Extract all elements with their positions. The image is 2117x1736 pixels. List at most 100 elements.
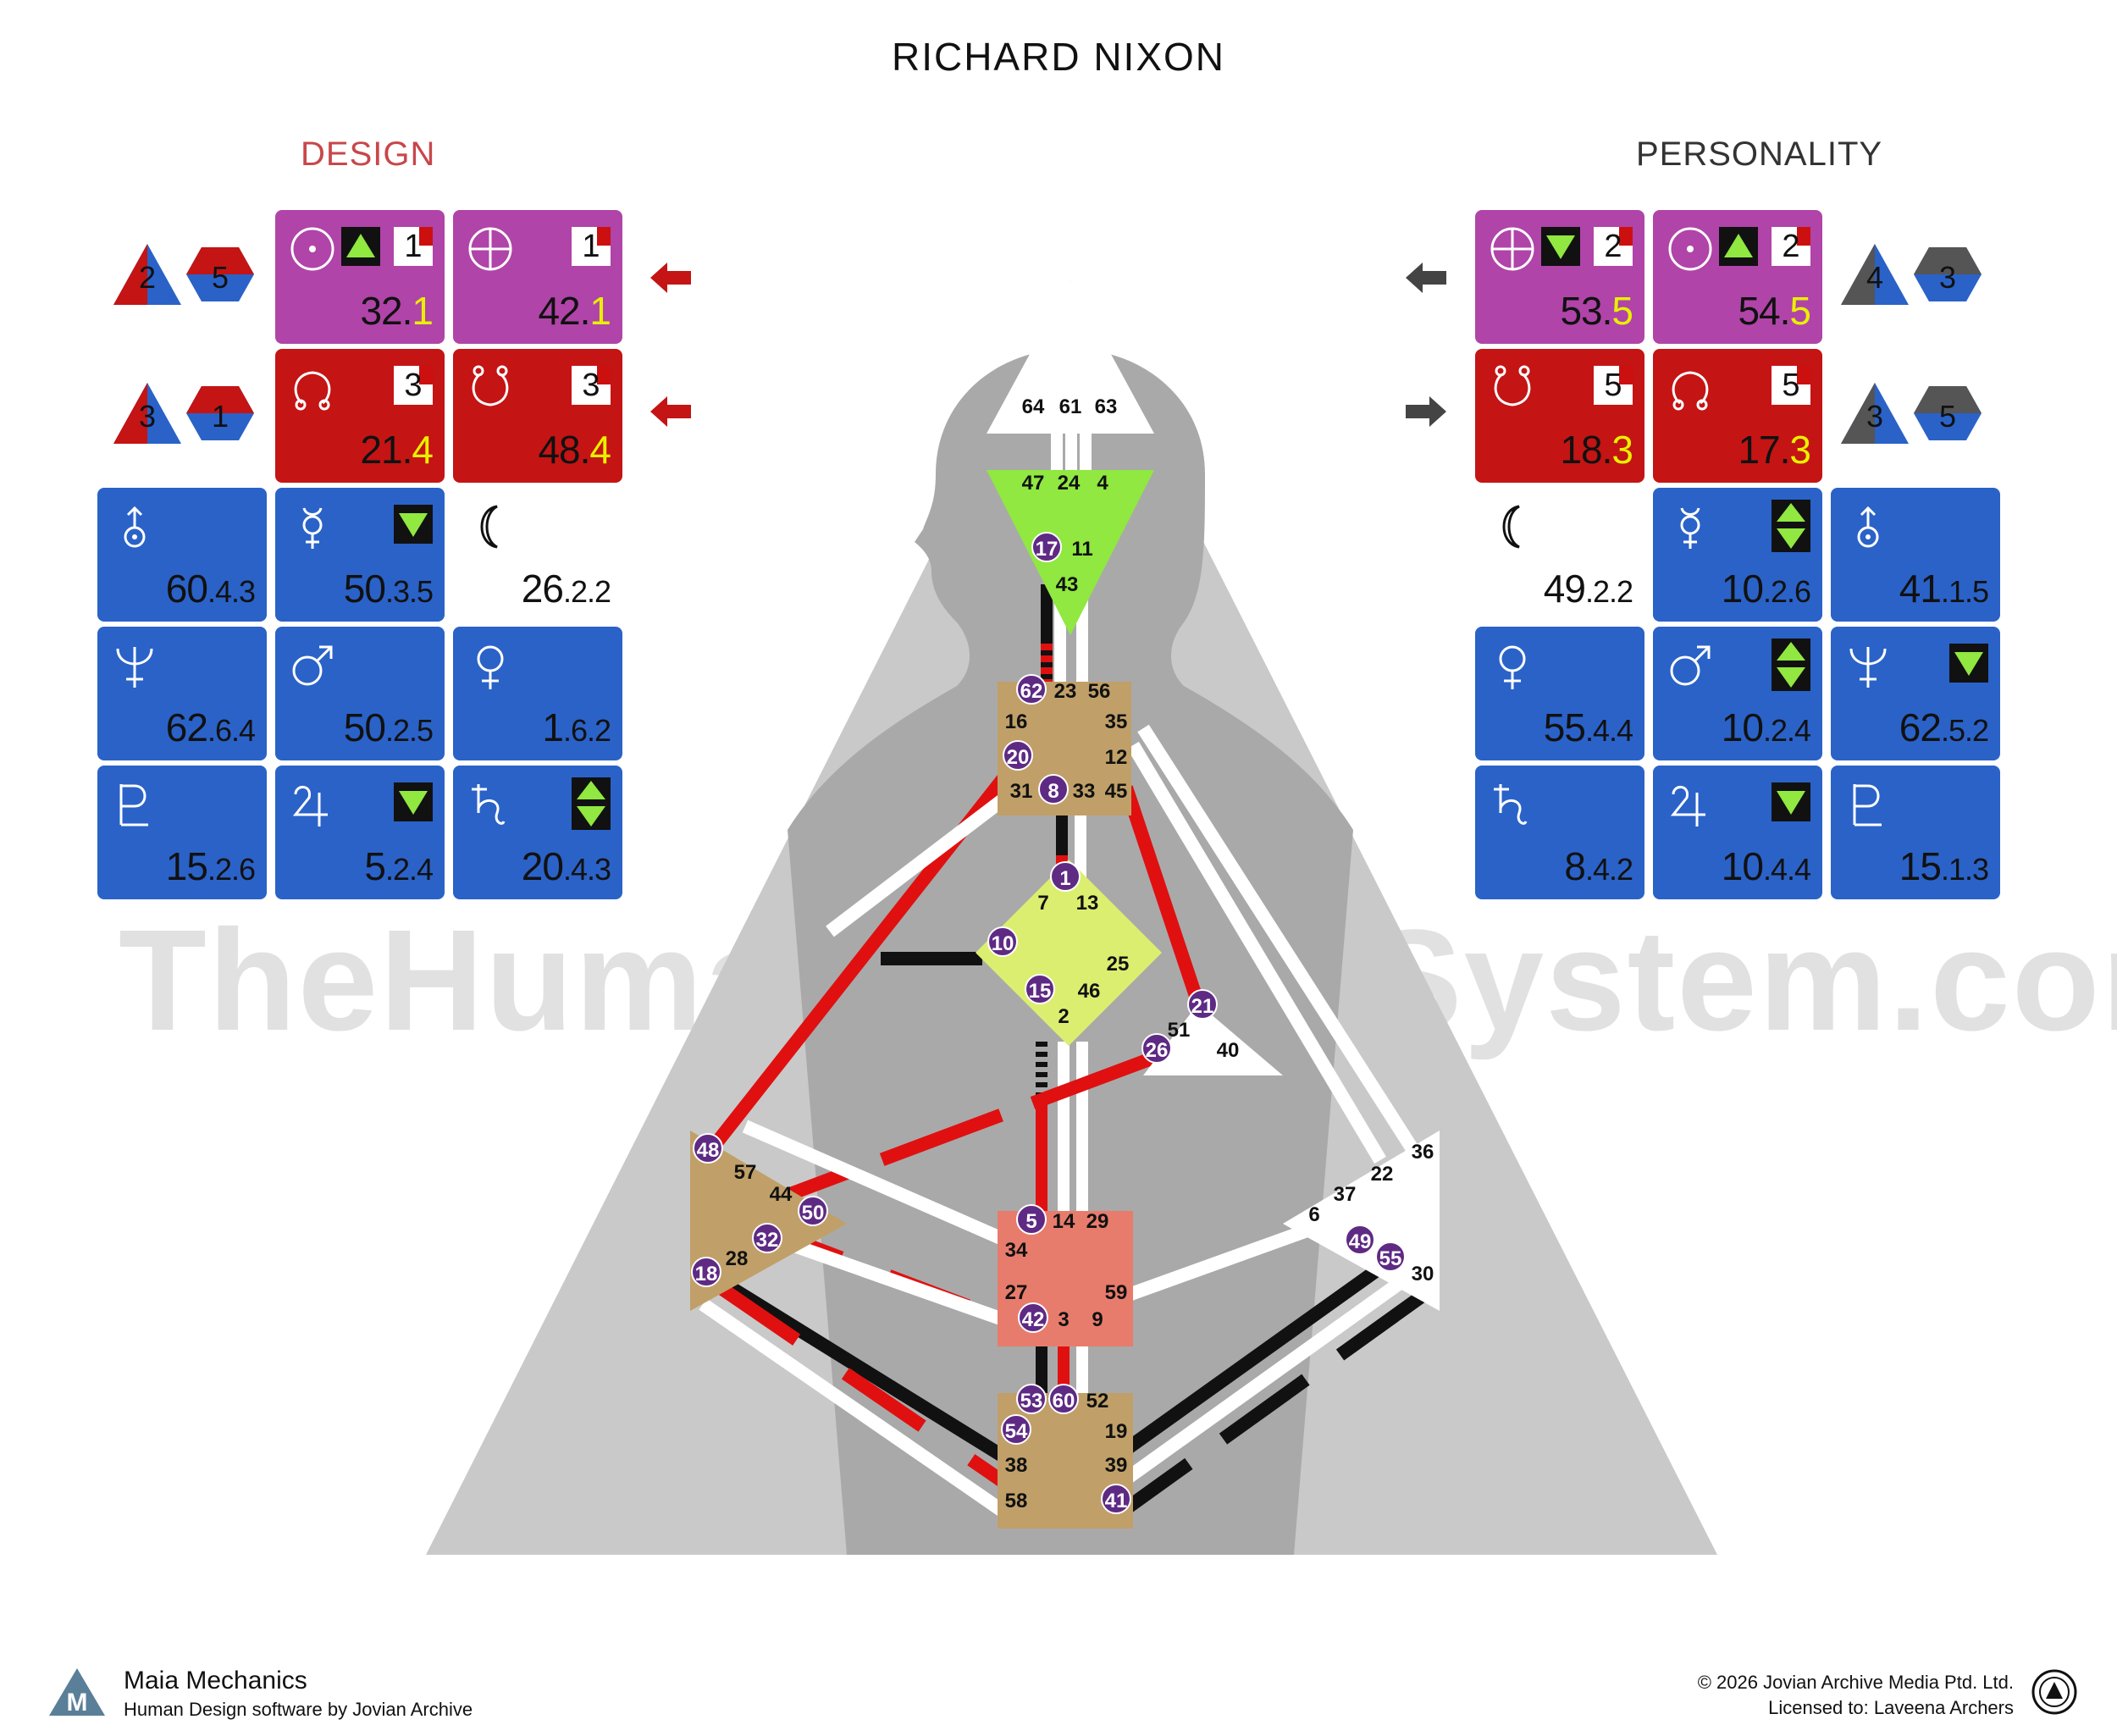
- gate-label-18[interactable]: 18: [695, 1263, 718, 1285]
- gate-label-38[interactable]: 38: [1005, 1454, 1028, 1477]
- gate-label-37[interactable]: 37: [1334, 1183, 1357, 1206]
- design-tile-moon[interactable]: 26.2.2: [453, 488, 622, 622]
- gate-label-14[interactable]: 14: [1053, 1210, 1075, 1233]
- jupiter-icon: [1670, 786, 1705, 827]
- gate-label-1[interactable]: 1: [1059, 867, 1070, 890]
- gate-label-27[interactable]: 27: [1005, 1281, 1028, 1304]
- neptune-icon: [116, 647, 153, 688]
- gate-label-13[interactable]: 13: [1076, 892, 1099, 915]
- gate-label-52[interactable]: 52: [1086, 1390, 1109, 1413]
- gate-label-2[interactable]: 2: [1058, 1005, 1069, 1028]
- gate-label-42[interactable]: 42: [1022, 1308, 1045, 1331]
- gate-label-46[interactable]: 46: [1078, 980, 1101, 1003]
- gate-label-44[interactable]: 44: [770, 1183, 793, 1206]
- gate-label-29[interactable]: 29: [1086, 1210, 1109, 1233]
- gate-label-23[interactable]: 23: [1054, 680, 1077, 703]
- gate-label-19[interactable]: 19: [1105, 1420, 1128, 1443]
- gate-label-17[interactable]: 17: [1036, 538, 1058, 561]
- gate-label-3[interactable]: 3: [1058, 1308, 1069, 1331]
- personality-tile-saturn[interactable]: 8.4.2: [1475, 766, 1644, 899]
- gate-label-64[interactable]: 64: [1022, 395, 1045, 418]
- gate-label-4[interactable]: 4: [1097, 472, 1108, 495]
- gate-label-61[interactable]: 61: [1059, 395, 1082, 418]
- gate-label-63[interactable]: 63: [1095, 395, 1118, 418]
- design-tile-pluto[interactable]: 15.2.6: [97, 766, 267, 899]
- personality-tile-neptune[interactable]: 62.5.2: [1831, 627, 2000, 760]
- gate-label-8[interactable]: 8: [1047, 780, 1058, 803]
- gate-label-20[interactable]: 20: [1007, 746, 1030, 769]
- gate-label-58[interactable]: 58: [1005, 1490, 1028, 1512]
- activated-gate-marker: [1016, 674, 1047, 705]
- gate-label-41[interactable]: 41: [1105, 1490, 1128, 1512]
- gate-label-25[interactable]: 25: [1107, 953, 1130, 976]
- design-tile-uranus[interactable]: 60.4.3: [97, 488, 267, 622]
- mars-icon: [292, 645, 333, 686]
- gate-label-53[interactable]: 53: [1020, 1390, 1043, 1413]
- gate-label-57[interactable]: 57: [734, 1161, 757, 1184]
- design-tile-venus[interactable]: 1.6.2: [453, 627, 622, 760]
- gate-label-49[interactable]: 49: [1349, 1230, 1372, 1253]
- personality-tile-pluto[interactable]: 15.1.3: [1831, 766, 2000, 899]
- activated-gate-marker: [1038, 774, 1069, 804]
- gate-label-12[interactable]: 12: [1105, 746, 1128, 769]
- gate-label-48[interactable]: 48: [697, 1139, 720, 1162]
- gate-label-30[interactable]: 30: [1412, 1263, 1434, 1285]
- gate-label-9[interactable]: 9: [1092, 1308, 1103, 1331]
- gate-label-11[interactable]: 11: [1071, 538, 1092, 561]
- personality-tile-mercury[interactable]: 10.2.6: [1653, 488, 1822, 622]
- gate-label-34[interactable]: 34: [1005, 1239, 1028, 1262]
- gate-label-28[interactable]: 28: [726, 1247, 749, 1270]
- personality-tile-uranus[interactable]: 41.1.5: [1831, 488, 2000, 622]
- gate-value: 17.3: [1738, 428, 1811, 472]
- gate-label-51[interactable]: 51: [1168, 1019, 1191, 1042]
- gate-label-62[interactable]: 62: [1020, 680, 1043, 703]
- gate-label-26[interactable]: 26: [1146, 1039, 1169, 1062]
- gate-value: 50.3.5: [343, 567, 434, 611]
- activated-gate-marker: [1048, 1384, 1079, 1414]
- gate-label-24[interactable]: 24: [1058, 472, 1081, 495]
- design-tile-jupiter[interactable]: 5.2.4: [275, 766, 445, 899]
- gate-label-31[interactable]: 31: [1010, 780, 1033, 803]
- design-tile-mercury[interactable]: 50.3.5: [275, 488, 445, 622]
- design-tile-saturn[interactable]: 20.4.3: [453, 766, 622, 899]
- gate-label-60[interactable]: 60: [1053, 1390, 1075, 1413]
- gate-value: 42.1: [538, 289, 611, 333]
- gate-label-7[interactable]: 7: [1037, 892, 1048, 915]
- gate-label-6[interactable]: 6: [1308, 1203, 1319, 1226]
- gate-label-59[interactable]: 59: [1105, 1281, 1128, 1304]
- gate-label-56[interactable]: 56: [1088, 680, 1111, 703]
- gate-label-36[interactable]: 36: [1412, 1141, 1434, 1164]
- gate-label-33[interactable]: 33: [1073, 780, 1096, 803]
- gate-label-10[interactable]: 10: [992, 932, 1014, 955]
- gate-label-39[interactable]: 39: [1105, 1454, 1128, 1477]
- gate-label-5[interactable]: 5: [1025, 1210, 1036, 1233]
- gate-label-47[interactable]: 47: [1022, 472, 1045, 495]
- gate-label-45[interactable]: 45: [1105, 780, 1128, 803]
- personality-tile-jupiter[interactable]: 10.4.4: [1653, 766, 1822, 899]
- gate-label-50[interactable]: 50: [802, 1202, 825, 1225]
- gate-label-55[interactable]: 55: [1379, 1247, 1402, 1270]
- gate-label-22[interactable]: 22: [1371, 1163, 1394, 1186]
- gate-label-21[interactable]: 21: [1191, 995, 1214, 1018]
- design-tile-mars[interactable]: 50.2.5: [275, 627, 445, 760]
- personality-tile-moon[interactable]: 49.2.2: [1475, 488, 1644, 622]
- gate-label-35[interactable]: 35: [1105, 710, 1128, 733]
- gate-label-40[interactable]: 40: [1217, 1039, 1240, 1062]
- gate-label-54[interactable]: 54: [1005, 1420, 1028, 1443]
- gate-label-32[interactable]: 32: [756, 1229, 779, 1252]
- gate-label-15[interactable]: 15: [1029, 980, 1052, 1003]
- gate-label-16[interactable]: 16: [1005, 710, 1028, 733]
- personality-label: PERSONALITY: [1636, 135, 1883, 173]
- design-tile-neptune[interactable]: 62.6.4: [97, 627, 267, 760]
- personality-tile-mars[interactable]: 10.2.4: [1653, 627, 1822, 760]
- personality-tile-venus[interactable]: 55.4.4: [1475, 627, 1644, 760]
- gate-label-43[interactable]: 43: [1056, 573, 1079, 596]
